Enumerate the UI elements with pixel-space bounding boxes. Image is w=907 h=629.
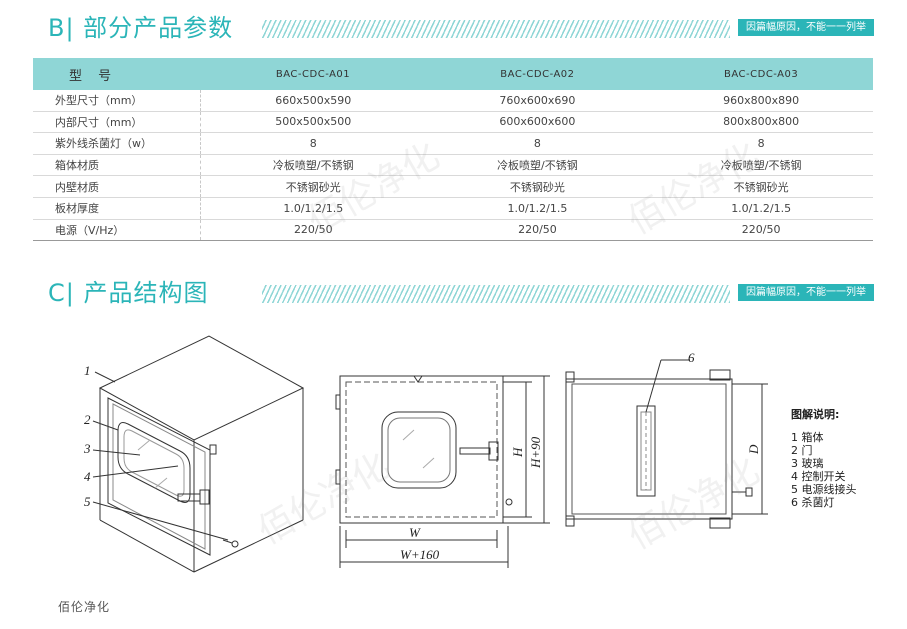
legend-item: 2 门: [791, 444, 813, 457]
legend-item: 5 电源线接头: [791, 483, 857, 496]
drawing-legend: 图解说明: 1 箱体 2 门 3 玻璃 4 控制开关 5 电源线接头 6 杀菌灯: [791, 408, 857, 509]
table-cell: 220/50: [425, 219, 650, 242]
table-cell: 660x500x590: [200, 90, 426, 112]
table-row: 箱体材质 冷板喷塑/不锈钢 冷板喷塑/不锈钢 冷板喷塑/不锈钢: [33, 154, 873, 177]
table-cell: 8: [200, 132, 426, 155]
table-row: 板材厚度 1.0/1.2/1.5 1.0/1.2/1.5 1.0/1.2/1.5: [33, 197, 873, 220]
model-header-a01: BAC-CDC-A01: [200, 58, 426, 90]
row-label: 内壁材质: [33, 175, 201, 198]
section-b-hatch: [262, 20, 730, 38]
model-header-a03: BAC-CDC-A03: [649, 58, 873, 90]
table-cell: 960x800x890: [649, 90, 873, 112]
footer-brand: 佰伦净化: [58, 600, 111, 614]
legend-item: 3 玻璃: [791, 457, 824, 470]
callout-1: 1: [84, 363, 91, 378]
table-cell: 冷板喷塑/不锈钢: [425, 154, 650, 177]
front-view-drawing: [335, 375, 550, 568]
model-label-header: 型 号: [33, 58, 201, 90]
table-cell: 冷板喷塑/不锈钢: [200, 154, 426, 177]
callout-2: 2: [84, 412, 91, 427]
section-b-badge: 因篇幅原因，不能一一列举: [738, 19, 874, 36]
callout-3: 3: [83, 441, 91, 456]
table-cell: 8: [425, 132, 650, 155]
table-cell: 220/50: [200, 219, 426, 242]
table-cell: 冷板喷塑/不锈钢: [649, 154, 873, 177]
section-c-hatch: [262, 285, 730, 303]
dim-w-label: W: [409, 525, 421, 540]
model-header-a02: BAC-CDC-A02: [425, 58, 650, 90]
table-cell: 1.0/1.2/1.5: [425, 197, 650, 220]
table-row: 外型尺寸（mm） 660x500x590 760x600x690 960x800…: [33, 90, 873, 112]
callout-5: 5: [84, 494, 91, 509]
table-cell: 800x800x800: [649, 111, 873, 134]
table-cell: 760x600x690: [425, 90, 650, 112]
spec-table: 型 号 BAC-CDC-A01 BAC-CDC-A02 BAC-CDC-A03 …: [33, 58, 873, 242]
dim-d-label: D: [746, 444, 761, 455]
table-row: 电源（V/Hz） 220/50 220/50 220/50: [33, 219, 873, 242]
dim-w160-label: W+160: [400, 547, 440, 562]
table-cell: 1.0/1.2/1.5: [649, 197, 873, 220]
section-c-title: C| 产品结构图: [48, 279, 209, 307]
table-cell: 不锈钢砂光: [649, 175, 873, 198]
table-row: 内壁材质 不锈钢砂光 不锈钢砂光 不锈钢砂光: [33, 175, 873, 198]
table-cell: 600x600x600: [425, 111, 650, 134]
table-cell: 220/50: [649, 219, 873, 242]
dim-h-label: H: [510, 447, 525, 458]
table-row: 内部尺寸（mm） 500x500x500 600x600x600 800x800…: [33, 111, 873, 134]
section-c-badge: 因篇幅原因，不能一一列举: [738, 284, 874, 301]
iso-cabinet-drawing: [92, 335, 305, 573]
row-label: 箱体材质: [33, 154, 201, 177]
side-view-drawing: [565, 359, 768, 529]
table-row: 紫外线杀菌灯（w） 8 8 8: [33, 132, 873, 155]
legend-title: 图解说明:: [791, 408, 840, 421]
section-c-header: C| 产品结构图 因篇幅原因，不能一一列举: [0, 273, 907, 313]
table-cell: 不锈钢砂光: [200, 175, 426, 198]
table-cell: 不锈钢砂光: [425, 175, 650, 198]
dim-h90-label: H+90: [528, 436, 543, 469]
row-label: 板材厚度: [33, 197, 201, 220]
callout-6: 6: [688, 350, 695, 365]
section-b-title: B| 部分产品参数: [48, 14, 234, 42]
callout-4: 4: [84, 469, 91, 484]
legend-item: 4 控制开关: [791, 470, 846, 483]
table-cell: 1.0/1.2/1.5: [200, 197, 426, 220]
table-cell: 500x500x500: [200, 111, 426, 134]
row-label: 内部尺寸（mm）: [33, 111, 201, 134]
row-label: 外型尺寸（mm）: [33, 90, 201, 112]
legend-item: 1 箱体: [791, 431, 824, 444]
table-cell: 8: [649, 132, 873, 155]
row-label: 紫外线杀菌灯（w）: [33, 132, 201, 155]
spec-table-header-row: 型 号 BAC-CDC-A01 BAC-CDC-A02 BAC-CDC-A03: [33, 58, 873, 90]
legend-item: 6 杀菌灯: [791, 496, 835, 509]
row-label: 电源（V/Hz）: [33, 219, 201, 242]
section-b-header: B| 部分产品参数 因篇幅原因，不能一一列举: [0, 8, 907, 48]
